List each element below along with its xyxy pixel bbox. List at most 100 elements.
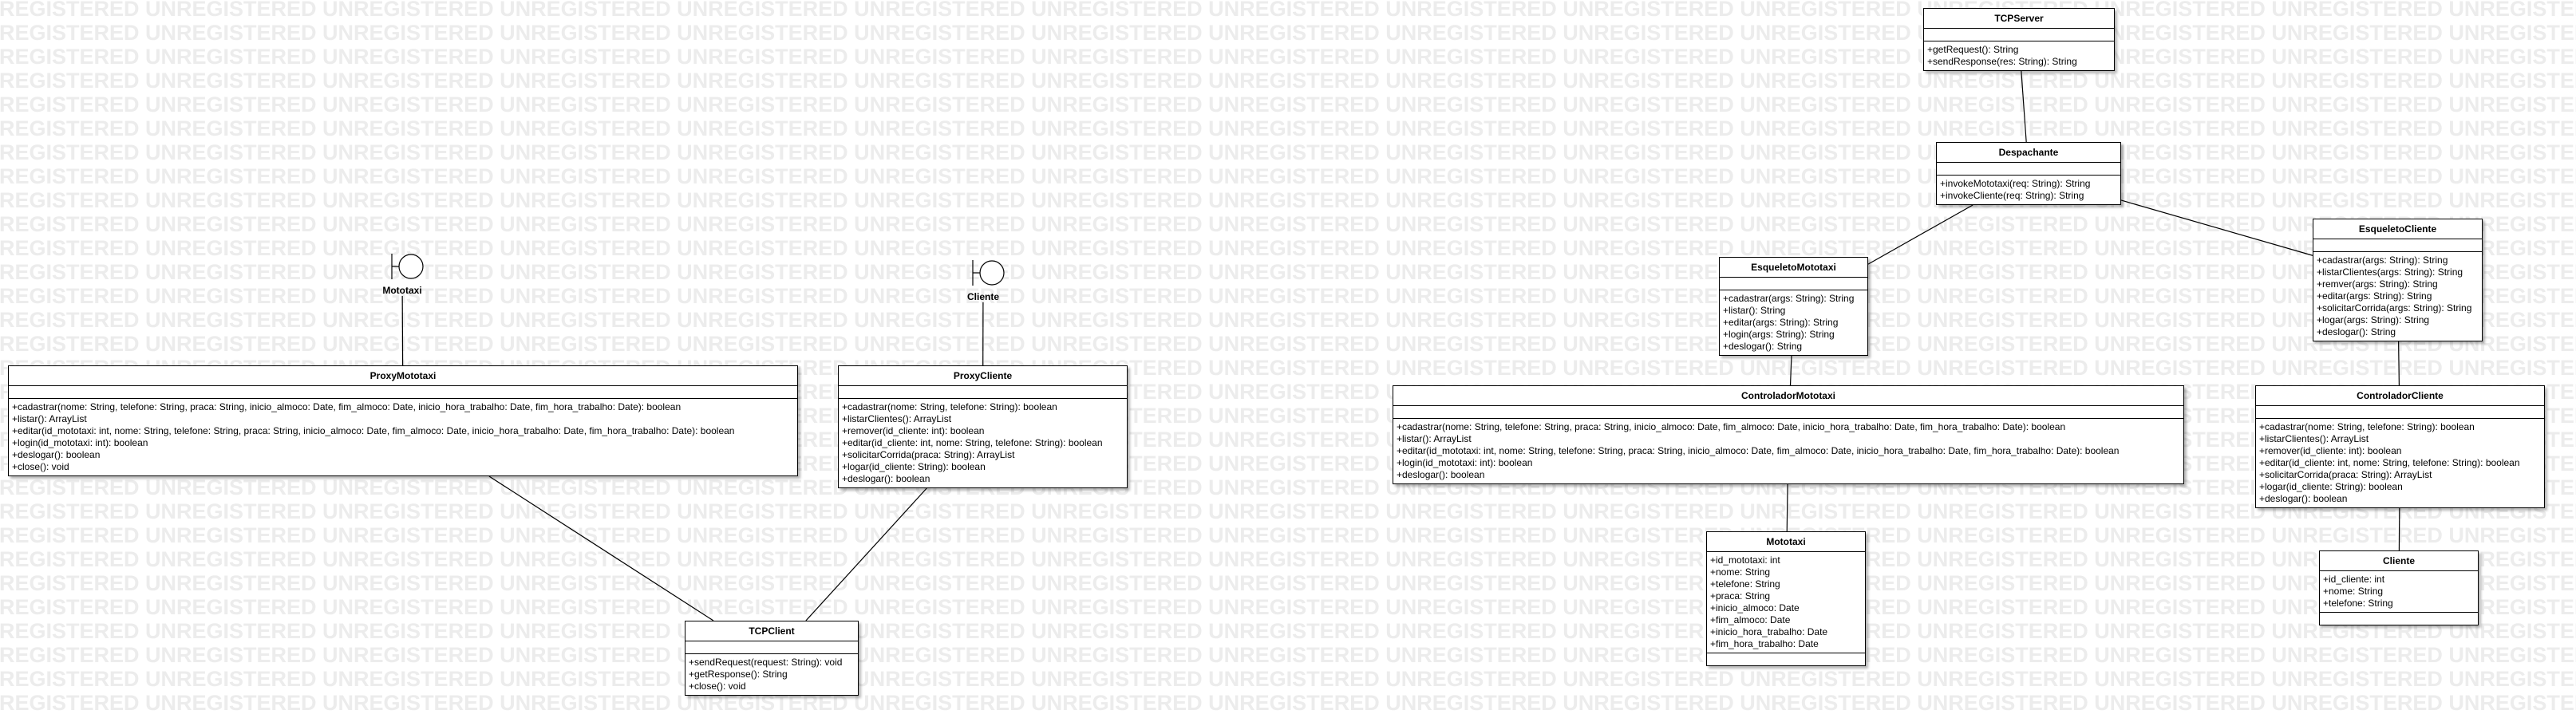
operation: +getResponse(): String: [689, 669, 788, 680]
operation: +logar(args: String): String: [2317, 314, 2430, 325]
operation: +deslogar(): boolean: [12, 449, 101, 460]
operation: +close(): void: [689, 681, 746, 692]
attribute: +inicio_almoco: Date: [1710, 602, 1800, 614]
compartment-divider: [1720, 277, 1867, 278]
class-despachante[interactable]: Despachante +invokeMototaxi(req: String):…: [1936, 142, 2121, 205]
operation: +solicitarCorrida(praca: String): ArrayL…: [842, 449, 1015, 460]
attributes-compartment: [1937, 163, 2120, 175]
attribute: +telefone: String: [1710, 578, 1780, 590]
compartment-divider: [685, 653, 858, 654]
attribute: +inicio_hora_trabalho: Date: [1710, 626, 1828, 637]
association-line: [805, 487, 927, 621]
operation: +sendRequest(request: String): void: [689, 657, 843, 668]
attributes-compartment: [1720, 278, 1867, 290]
operation: +cadastrar(nome: String, telefone: Strin…: [842, 401, 1057, 412]
operations-compartment: +cadastrar(nome: String, telefone: Strin…: [1393, 419, 2183, 483]
class-name: Despachante: [1998, 147, 2059, 158]
operation: +deslogar(): boolean: [2259, 493, 2348, 504]
attribute: +id_cliente: int: [2323, 574, 2385, 585]
class-name: Cliente: [2382, 555, 2415, 566]
class-esqueletomototaxi[interactable]: EsqueletoMototaxi +cadastrar(args: String…: [1719, 257, 1868, 356]
class-name: ControladorMototaxi: [1741, 390, 1835, 401]
compartment-divider: [2313, 251, 2482, 252]
operation: +solicitarCorrida(praca: String): ArrayL…: [2259, 469, 2432, 480]
class-tcpclient[interactable]: TCPClient+sendRequest(request: String): …: [685, 621, 859, 696]
class-proxymototaxi[interactable]: ProxyMototaxi+cadastrar(nome: String, te…: [8, 365, 798, 476]
operation: +login(args: String): String: [1723, 329, 1835, 340]
compartment-divider: [2320, 612, 2478, 613]
operation: +login(id_mototaxi: int): boolean: [12, 437, 148, 448]
compartment-divider: [1937, 162, 2120, 163]
operation: +cadastrar(nome: String, telefone: Strin…: [2259, 421, 2475, 432]
operation: +invokeCliente(req: String): String: [1940, 190, 2084, 201]
compartment-divider: [839, 398, 1127, 399]
operation: +listar(): ArrayList: [12, 413, 87, 424]
attributes-compartment: +id_mototaxi: int+nome: String+telefone:…: [1707, 552, 1865, 653]
class-esqueletocliente[interactable]: EsqueletoCliente+cadastrar(args: String)…: [2313, 219, 2483, 341]
operation: +cadastrar(args: String): String: [1723, 293, 1855, 304]
class-mototaxi[interactable]: Mototaxi +id_mototaxi: int+nome: String+t…: [1706, 531, 1866, 666]
class-cliente[interactable]: Cliente +id_cliente: int+nome: String+tel…: [2319, 550, 2479, 625]
compartment-divider: [1937, 175, 2120, 176]
compartment-divider: [1707, 551, 1865, 552]
operation: +editar(id_mototaxi: int, nome: String, …: [12, 425, 735, 436]
operation: +remover(id_cliente: int): boolean: [2259, 445, 2402, 456]
compartment-divider: [9, 398, 797, 399]
actor-label: Cliente: [966, 291, 999, 302]
boundary-icon: [972, 260, 1005, 286]
class-controladorcliente[interactable]: ControladorCliente +cadastrar(nome: Strin…: [2255, 385, 2545, 508]
class-proxycliente[interactable]: ProxyCliente +cadastrar(nome: String, tel…: [838, 365, 1128, 488]
operation: +remover(id_cliente: int): boolean: [842, 425, 985, 436]
operation: +login(id_mototaxi: int): boolean: [1397, 457, 1533, 468]
attribute: +fim_hora_trabalho: Date: [1710, 638, 1819, 649]
actor-mototaxi[interactable]: Mototaxi: [370, 252, 434, 296]
attribute: +praca: String: [1710, 590, 1771, 602]
operations-compartment: +cadastrar(nome: String, telefone: Strin…: [2256, 419, 2544, 507]
attributes-compartment: +id_cliente: int+nome: String+telefone: …: [2320, 571, 2478, 612]
association-line: [2021, 70, 2027, 143]
operation: +cadastrar(nome: String, telefone: Strin…: [1397, 421, 2066, 432]
boundary-icon: [391, 254, 424, 279]
class-tcpserver[interactable]: TCPServer +getRequest(): String+sendRespo…: [1923, 8, 2115, 71]
class-controladormototaxi[interactable]: ControladorMototaxi +cadastrar(nome: Stri…: [1393, 385, 2184, 484]
compartment-divider: [2256, 418, 2544, 419]
operation: +sendResponse(res: String): String: [1927, 56, 2077, 67]
operation: +editar(args: String): String: [1723, 317, 1839, 328]
association-line: [2398, 341, 2400, 386]
compartment-divider: [1924, 28, 2114, 29]
operation: +editar(id_cliente: int, nome: String, t…: [842, 437, 1103, 448]
class-name: ControladorCliente: [2357, 390, 2444, 401]
compartment-divider: [839, 385, 1127, 386]
operation: +editar(args: String): String: [2317, 290, 2432, 302]
class-name: Mototaxi: [1766, 536, 1806, 547]
operation: +listarClientes(): ArrayList: [842, 413, 952, 424]
compartment-divider: [2320, 570, 2478, 571]
operation: +close(): void: [12, 461, 69, 472]
attribute: +fim_almoco: Date: [1710, 614, 1791, 625]
operation: +editar(id_mototaxi: int, nome: String, …: [1397, 445, 2120, 456]
compartment-divider: [1393, 405, 2183, 406]
operations-compartment: +cadastrar(args: String): String+listarC…: [2313, 252, 2482, 341]
attributes-compartment: [685, 641, 858, 653]
class-name: ProxyCliente: [953, 370, 1013, 381]
actor-cliente[interactable]: Cliente: [951, 258, 1015, 302]
operations-compartment: +sendRequest(request: String): void+getR…: [685, 654, 858, 695]
operations-compartment: +cadastrar(args: String): String+listar(…: [1720, 290, 1867, 355]
compartment-divider: [9, 385, 797, 386]
operation: +deslogar(): String: [1723, 341, 1803, 352]
operation: +logar(id_cliente: String): boolean: [842, 461, 986, 472]
association-line: [488, 475, 714, 621]
class-name: EsqueletoMototaxi: [1751, 262, 1836, 273]
attributes-compartment: [1924, 29, 2114, 41]
attribute: +nome: String: [2323, 586, 2384, 597]
operation: +invokeMototaxi(req: String): String: [1940, 178, 2091, 189]
operations-compartment: +cadastrar(nome: String, telefone: Strin…: [839, 399, 1127, 487]
class-name: TCPServer: [1994, 13, 2044, 24]
operation: +logar(id_cliente: String): boolean: [2259, 481, 2403, 492]
actor-label: Mototaxi: [382, 285, 422, 296]
operation: +deslogar(): String: [2317, 326, 2396, 337]
operations-compartment: +cadastrar(nome: String, telefone: Strin…: [9, 399, 797, 475]
operations-compartment: +getRequest(): String+sendResponse(res: …: [1924, 41, 2114, 70]
association-line: [1789, 355, 1792, 386]
